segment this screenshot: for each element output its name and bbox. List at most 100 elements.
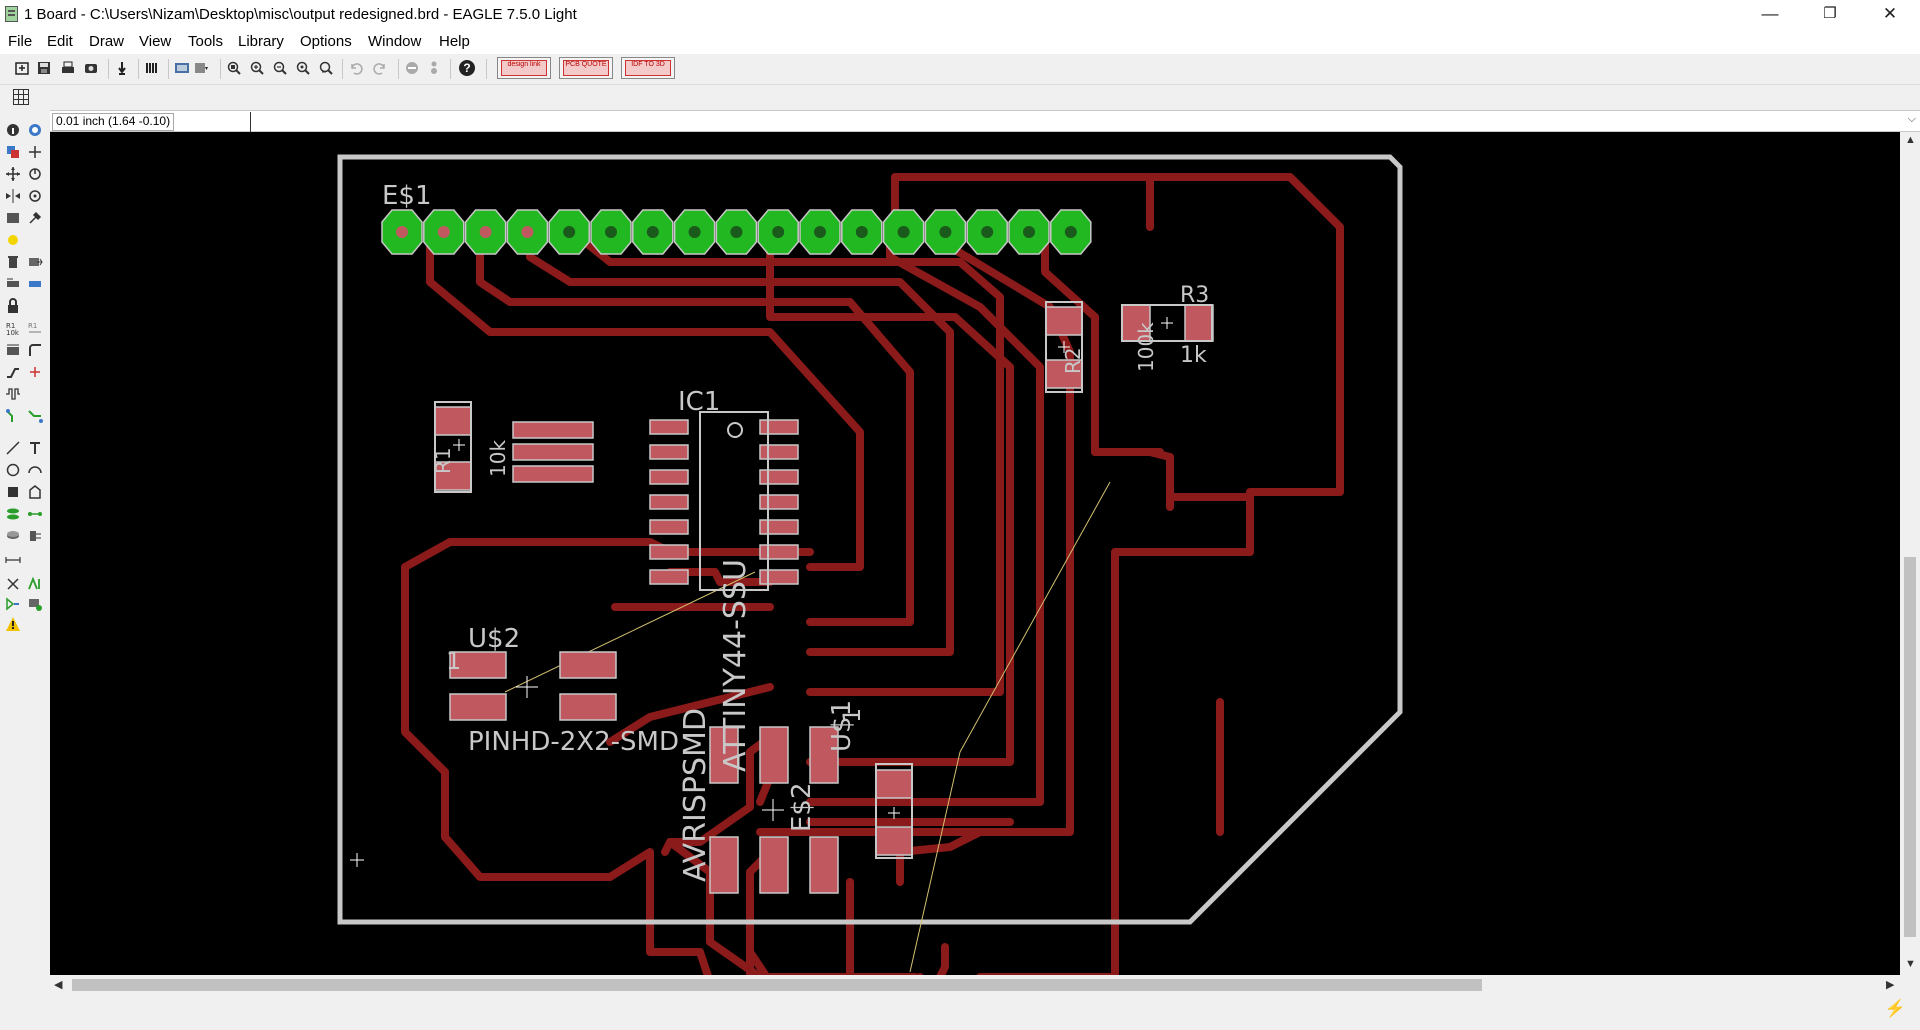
isp-pad[interactable] <box>809 836 839 894</box>
minimize-button[interactable]: — <box>1761 4 1779 23</box>
zoom-out-icon[interactable] <box>272 60 288 76</box>
ic1-pad[interactable] <box>649 519 689 535</box>
menu-library[interactable]: Library <box>238 33 284 50</box>
layers-icon[interactable] <box>5 506 21 522</box>
circle-icon[interactable] <box>5 462 21 478</box>
info-icon[interactable] <box>5 122 21 138</box>
scroll-down-icon[interactable]: ▼ <box>1905 958 1916 970</box>
ic1-pad[interactable] <box>759 469 799 485</box>
print-icon[interactable] <box>60 60 76 76</box>
idf-to-3d-button[interactable]: IDF TO 3D <box>621 57 675 79</box>
ic1-pad[interactable] <box>759 444 799 460</box>
command-input[interactable] <box>250 112 1905 132</box>
cam-processor-icon[interactable] <box>83 60 99 76</box>
name-icon[interactable] <box>5 276 21 292</box>
ic1-pad[interactable] <box>649 544 689 560</box>
zoom-redraw-icon[interactable] <box>295 60 311 76</box>
change-icon[interactable] <box>27 210 43 226</box>
ic1-pad[interactable] <box>649 569 689 585</box>
move-icon[interactable] <box>5 166 21 182</box>
group-icon[interactable] <box>5 210 21 226</box>
u2-pad[interactable] <box>449 693 507 721</box>
r1-array-pad[interactable] <box>512 465 594 483</box>
isp-pad[interactable] <box>759 836 789 894</box>
maximize-button[interactable]: ❐ <box>1823 5 1837 22</box>
rect-icon[interactable] <box>5 484 21 500</box>
display-dropdown-icon[interactable] <box>194 60 210 76</box>
design-link-button[interactable]: design link <box>497 57 551 79</box>
ratsnest-icon[interactable] <box>5 576 21 592</box>
ic1-pad[interactable] <box>649 444 689 460</box>
ic1-pad[interactable] <box>649 419 689 435</box>
redo-icon[interactable] <box>372 60 388 76</box>
rotate-icon[interactable] <box>27 188 43 204</box>
u2-pad[interactable] <box>559 693 617 721</box>
isp-pad[interactable] <box>709 836 739 894</box>
ic1-pad[interactable] <box>649 494 689 510</box>
text-icon[interactable] <box>27 440 43 456</box>
stop-command-icon[interactable] <box>404 60 420 76</box>
vertical-scrollbar[interactable]: ▲ ▼ <box>1900 132 1920 975</box>
pad-icon[interactable] <box>27 528 43 544</box>
script-icon[interactable] <box>144 60 160 76</box>
ic1-pad[interactable] <box>759 569 799 585</box>
vertical-scroll-thumb[interactable] <box>1904 557 1916 937</box>
mark-icon[interactable] <box>27 144 43 160</box>
horizontal-scrollbar[interactable]: ◀ ▶ <box>50 975 1900 995</box>
zoom-fit-icon[interactable] <box>226 60 242 76</box>
u2-pad[interactable] <box>449 651 507 679</box>
undo-icon[interactable] <box>348 60 364 76</box>
ulp-icon[interactable] <box>114 60 130 76</box>
go-icon[interactable] <box>426 60 442 76</box>
close-button[interactable]: ✕ <box>1882 4 1898 23</box>
miter-icon[interactable]: R1 <box>27 320 43 336</box>
u1-pad[interactable] <box>875 769 913 799</box>
scroll-left-icon[interactable]: ◀ <box>54 979 63 991</box>
ic1-pad[interactable] <box>759 544 799 560</box>
zoom-in-icon[interactable] <box>249 60 265 76</box>
auto-icon[interactable] <box>27 576 43 592</box>
isp-pad[interactable] <box>809 726 839 784</box>
paste-icon[interactable] <box>5 232 21 248</box>
errors-icon[interactable] <box>5 616 21 632</box>
follow-me-router-icon[interactable] <box>27 408 43 424</box>
menu-tools[interactable]: Tools <box>188 33 224 50</box>
menu-draw[interactable]: Draw <box>89 33 125 50</box>
u2-pad[interactable] <box>559 651 617 679</box>
r1-array-pad[interactable] <box>512 421 594 439</box>
command-history-dropdown-icon[interactable]: ⌵ <box>1907 113 1916 125</box>
help-icon[interactable]: ? <box>459 60 475 76</box>
ic1-pad[interactable] <box>759 419 799 435</box>
via-icon[interactable] <box>5 528 21 544</box>
header-e1[interactable] <box>381 209 1092 255</box>
delete-icon[interactable] <box>5 254 21 270</box>
mirror-icon[interactable] <box>5 188 21 204</box>
r1-array-pad[interactable] <box>512 443 594 461</box>
copy-icon[interactable] <box>27 166 43 182</box>
menu-edit[interactable]: Edit <box>47 33 73 50</box>
menu-options[interactable]: Options <box>300 33 352 50</box>
isp-pad[interactable] <box>709 726 739 784</box>
menu-help[interactable]: Help <box>439 33 470 50</box>
optimize-icon[interactable] <box>27 342 43 358</box>
erc-icon[interactable] <box>5 596 21 612</box>
ic1-pad[interactable] <box>759 519 799 535</box>
dimension-icon[interactable] <box>5 552 21 568</box>
signal-icon[interactable] <box>27 506 43 522</box>
isp-pad[interactable] <box>759 726 789 784</box>
route-icon[interactable] <box>5 364 21 380</box>
zoom-select-icon[interactable] <box>318 60 334 76</box>
value-icon[interactable] <box>27 276 43 292</box>
split-icon[interactable] <box>5 342 21 358</box>
save-icon[interactable] <box>36 60 52 76</box>
open-icon[interactable] <box>14 60 30 76</box>
r2-pad[interactable] <box>1045 306 1083 336</box>
show-icon[interactable] <box>27 122 43 138</box>
scroll-up-icon[interactable]: ▲ <box>1905 134 1916 146</box>
grid-icon[interactable] <box>13 89 29 105</box>
drc-icon[interactable] <box>27 596 43 612</box>
ripup-icon[interactable] <box>27 364 43 380</box>
lock-icon[interactable] <box>5 298 21 314</box>
polygon-icon[interactable] <box>27 484 43 500</box>
